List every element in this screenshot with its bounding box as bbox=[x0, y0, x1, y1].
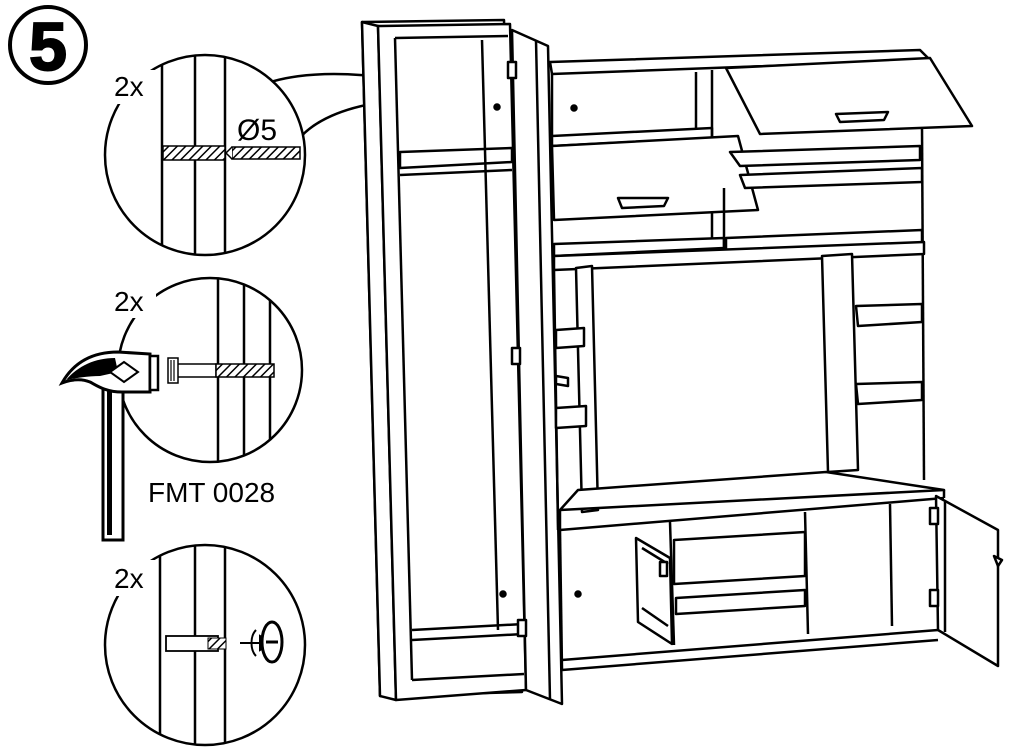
wall-unit-assembly bbox=[360, 18, 1004, 706]
drill-hole bbox=[162, 145, 226, 161]
detail-1-qty: 2x bbox=[114, 71, 144, 102]
hinge-icon bbox=[516, 618, 528, 638]
detail-hammer: 2x FMT 0028 bbox=[58, 276, 304, 542]
hammer-icon bbox=[58, 350, 160, 542]
detail-2-qty: 2x bbox=[114, 286, 144, 317]
lower-base bbox=[558, 494, 1004, 672]
drill-diameter-label: Ø5 bbox=[237, 114, 277, 147]
hinge-icon bbox=[928, 506, 940, 526]
detail-drill-callout: 2x Ø5 bbox=[103, 53, 489, 257]
drill-point bbox=[499, 590, 507, 598]
hinge-icon bbox=[510, 346, 522, 366]
tall-wardrobe bbox=[360, 18, 564, 706]
flap-door-right bbox=[724, 56, 974, 136]
hinge-icon bbox=[928, 588, 940, 608]
detail-cam-lock: 2x bbox=[103, 543, 307, 747]
drill-point bbox=[570, 104, 578, 112]
drawer-box bbox=[634, 536, 674, 646]
lower-cabinet-door bbox=[934, 494, 1000, 668]
step-number: 5 bbox=[29, 9, 67, 85]
hinge-icon bbox=[506, 60, 518, 80]
drill-bit bbox=[231, 146, 301, 160]
step-badge: 5 bbox=[8, 5, 88, 86]
drill-point bbox=[574, 590, 582, 598]
detail-3-qty: 2x bbox=[114, 563, 144, 594]
part-code-label: FMT 0028 bbox=[148, 477, 275, 508]
tv-section bbox=[552, 240, 946, 532]
dowel-pin bbox=[175, 363, 217, 378]
drill-point bbox=[493, 103, 501, 111]
flap-door-left bbox=[550, 134, 760, 222]
